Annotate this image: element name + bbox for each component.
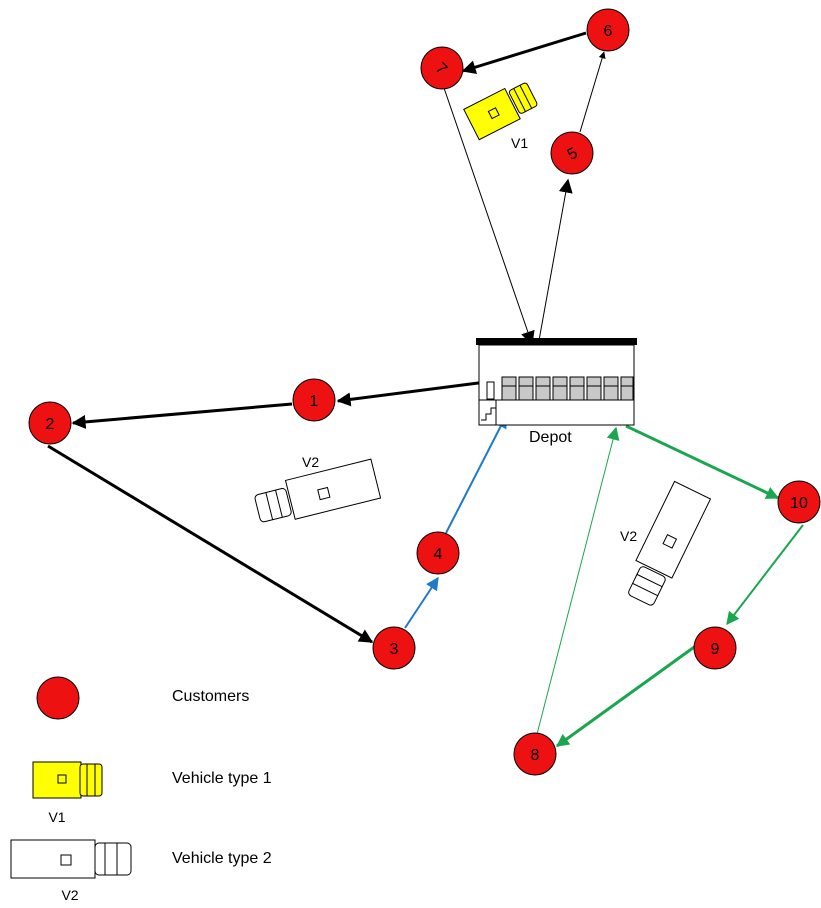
- depot-building: [476, 338, 637, 426]
- vehicle-v2-left-label: V2: [302, 454, 319, 470]
- customer-label: 4: [434, 546, 443, 563]
- legend-vehicle-type-2-icon: [10, 839, 132, 879]
- customer-node-3: 3: [372, 626, 416, 670]
- customer-label: 1: [310, 393, 319, 410]
- arrow-6-to-7: [461, 31, 587, 74]
- customer-label: 8: [531, 747, 540, 764]
- customer-node-5: 5: [550, 131, 594, 175]
- depot-label: Depot: [529, 429, 572, 446]
- customer-node-4: 4: [416, 531, 460, 575]
- arrow-7-to-depot: [443, 87, 535, 346]
- legend-customer-icon: [36, 676, 80, 720]
- customer-node-6: 6: [586, 8, 630, 52]
- customer-label: 6: [604, 23, 613, 40]
- customer-node-7: 7: [420, 46, 464, 90]
- arrow-depot-to-5: [537, 178, 573, 347]
- vehicle-v1-truck: [463, 82, 538, 141]
- customer-node-2: 2: [28, 401, 72, 445]
- customer-label: 3: [390, 641, 399, 658]
- legend-vehicle-type-2-tag: V2: [61, 887, 78, 903]
- legend-vehicle-type-1-icon: [32, 761, 103, 799]
- arrow-4-to-depot: [445, 414, 507, 534]
- arrow-5-to-6: [579, 51, 606, 133]
- customer-label: 2: [46, 416, 55, 433]
- customer-label: 10: [790, 495, 808, 512]
- customer-node-9: 9: [693, 626, 737, 670]
- customer-label: 9: [711, 641, 720, 658]
- arrow-depot-to-10: [625, 424, 780, 500]
- vehicle-v1-label: V1: [511, 135, 528, 151]
- arrow-9-to-8: [555, 643, 698, 748]
- customer-node-8: 8: [513, 732, 557, 776]
- arrow-2-to-3: [47, 444, 374, 644]
- legend-customers-label: Customers: [172, 688, 250, 705]
- vehicle-v2-truck-right: [628, 480, 712, 606]
- arrow-10-to-9: [726, 524, 804, 626]
- arrow-8-to-depot: [535, 426, 620, 739]
- arrow-3-to-4: [404, 576, 439, 629]
- legend-vehicle-type-2-label: Vehicle type 2: [172, 850, 272, 867]
- customer-node-1: 1: [292, 378, 336, 422]
- customer-node-10: 10: [777, 480, 821, 524]
- arrow-depot-to-1: [336, 380, 487, 407]
- vehicle-v2-truck-left: [254, 458, 382, 523]
- legend-vehicle-type-1-label: Vehicle type 1: [172, 770, 272, 787]
- legend-vehicle-type-1-tag: V1: [48, 809, 65, 825]
- arrow-1-to-2: [71, 402, 293, 429]
- vehicle-v2-right-label: V2: [620, 528, 637, 544]
